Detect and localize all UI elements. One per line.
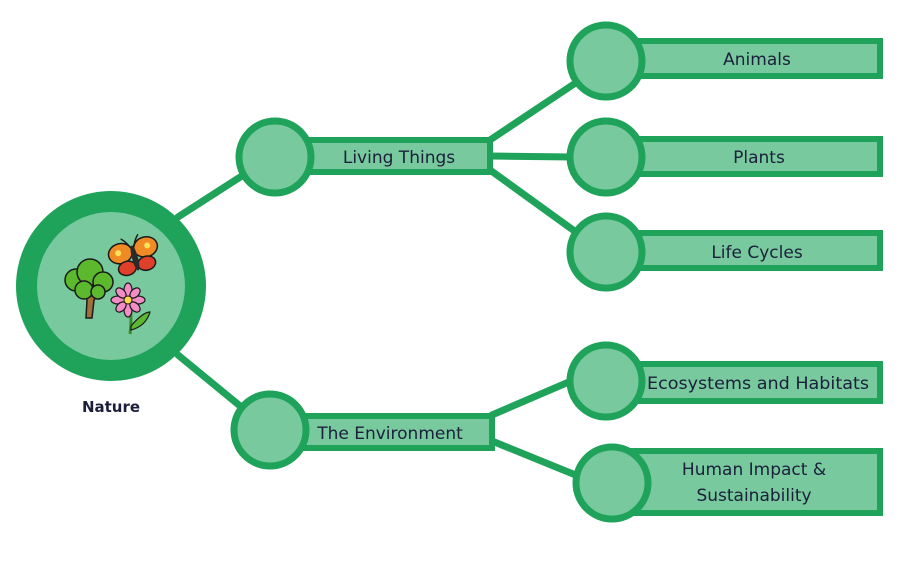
leaf-box (627, 448, 883, 516)
leaf-circle (566, 212, 646, 292)
branch-label: Living Things (343, 148, 455, 168)
leaf-circle (566, 21, 646, 101)
branch-circle (230, 390, 310, 470)
connectors (174, 76, 584, 480)
connector-env-human (488, 437, 582, 480)
leaf-box (627, 230, 883, 271)
leaf-label: Life Cycles (711, 243, 803, 263)
tree-icon (64, 258, 114, 319)
root-label: Nature (82, 398, 140, 416)
leaf-box (627, 361, 883, 404)
leaf-plants: Plants (566, 117, 883, 197)
connector-living-animals (486, 76, 584, 144)
leaf-label: Animals (723, 50, 791, 70)
leaf-circle (566, 341, 646, 421)
leaf-label-line1: Human Impact & (682, 460, 826, 480)
connector-living-lifecycles (486, 166, 584, 239)
branch-circle (235, 117, 315, 197)
root-node: Nature (16, 191, 206, 416)
branch-label: The Environment (316, 424, 463, 444)
leaf-box (627, 38, 883, 79)
butterfly-icon (107, 233, 159, 277)
leaf-animals: Animals (566, 21, 883, 101)
connector-env-ecosystems (488, 374, 582, 419)
leaf-human-impact: Human Impact & Sustainability (572, 443, 883, 523)
leaf-ecosystems-and-habitats: Ecosystems and Habitats (566, 341, 883, 421)
connector-root-environment (174, 351, 249, 414)
leaf-life-cycles: Life Cycles (566, 212, 883, 292)
leaf-label: Plants (733, 148, 785, 168)
branch-the-environment: The Environment (230, 390, 495, 470)
leaf-circle (566, 117, 646, 197)
leaf-circle (572, 443, 652, 523)
branch-living-things: Living Things (235, 117, 493, 197)
flower-icon (110, 282, 151, 335)
connector-living-plants (486, 152, 576, 161)
leaf-label-line2: Sustainability (696, 486, 811, 506)
leaf-label: Ecosystems and Habitats (647, 374, 869, 394)
connector-root-living (174, 168, 252, 221)
